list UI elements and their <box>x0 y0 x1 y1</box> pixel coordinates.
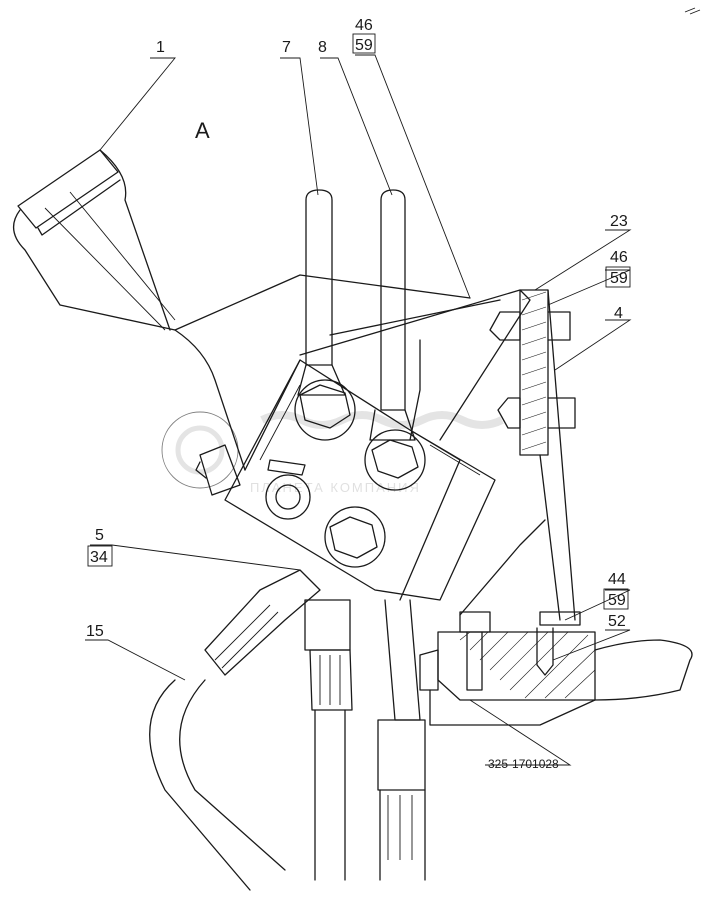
lower-mount <box>419 611 693 726</box>
callout-59-lower: 59 <box>608 592 626 609</box>
callout-4: 4 <box>614 305 623 322</box>
valve-block <box>195 359 496 601</box>
corner-mark <box>684 7 701 15</box>
watermark-text: ПЛАНЕТА КОМПАНИЯ <box>250 480 421 495</box>
callout-5: 5 <box>95 527 104 544</box>
housing-part-1 <box>13 149 471 471</box>
callout-59-top: 59 <box>355 37 373 54</box>
bracket-part-4 <box>459 289 576 621</box>
rod-7 <box>297 189 346 396</box>
callout-1: 1 <box>156 39 165 56</box>
callout-34: 34 <box>90 549 108 566</box>
callout-labels: A 1 7 8 46 59 23 46 59 4 5 34 15 44 59 5… <box>86 17 631 771</box>
callout-52: 52 <box>608 613 626 630</box>
callout-7: 7 <box>282 39 291 56</box>
callout-23: 23 <box>610 213 628 230</box>
hose-right <box>304 599 426 881</box>
callout-46-top: 46 <box>355 17 373 34</box>
callout-15: 15 <box>86 623 104 640</box>
part-number-label: 325-1701028 <box>488 757 559 771</box>
callout-46-right: 46 <box>610 249 628 266</box>
mounting-plate <box>299 289 531 441</box>
callout-44: 44 <box>608 571 626 588</box>
view-label: A <box>195 118 210 143</box>
hose-15 <box>149 569 321 891</box>
callout-8: 8 <box>318 39 327 56</box>
rod-8 <box>369 189 416 441</box>
callout-59-right: 59 <box>610 270 628 287</box>
